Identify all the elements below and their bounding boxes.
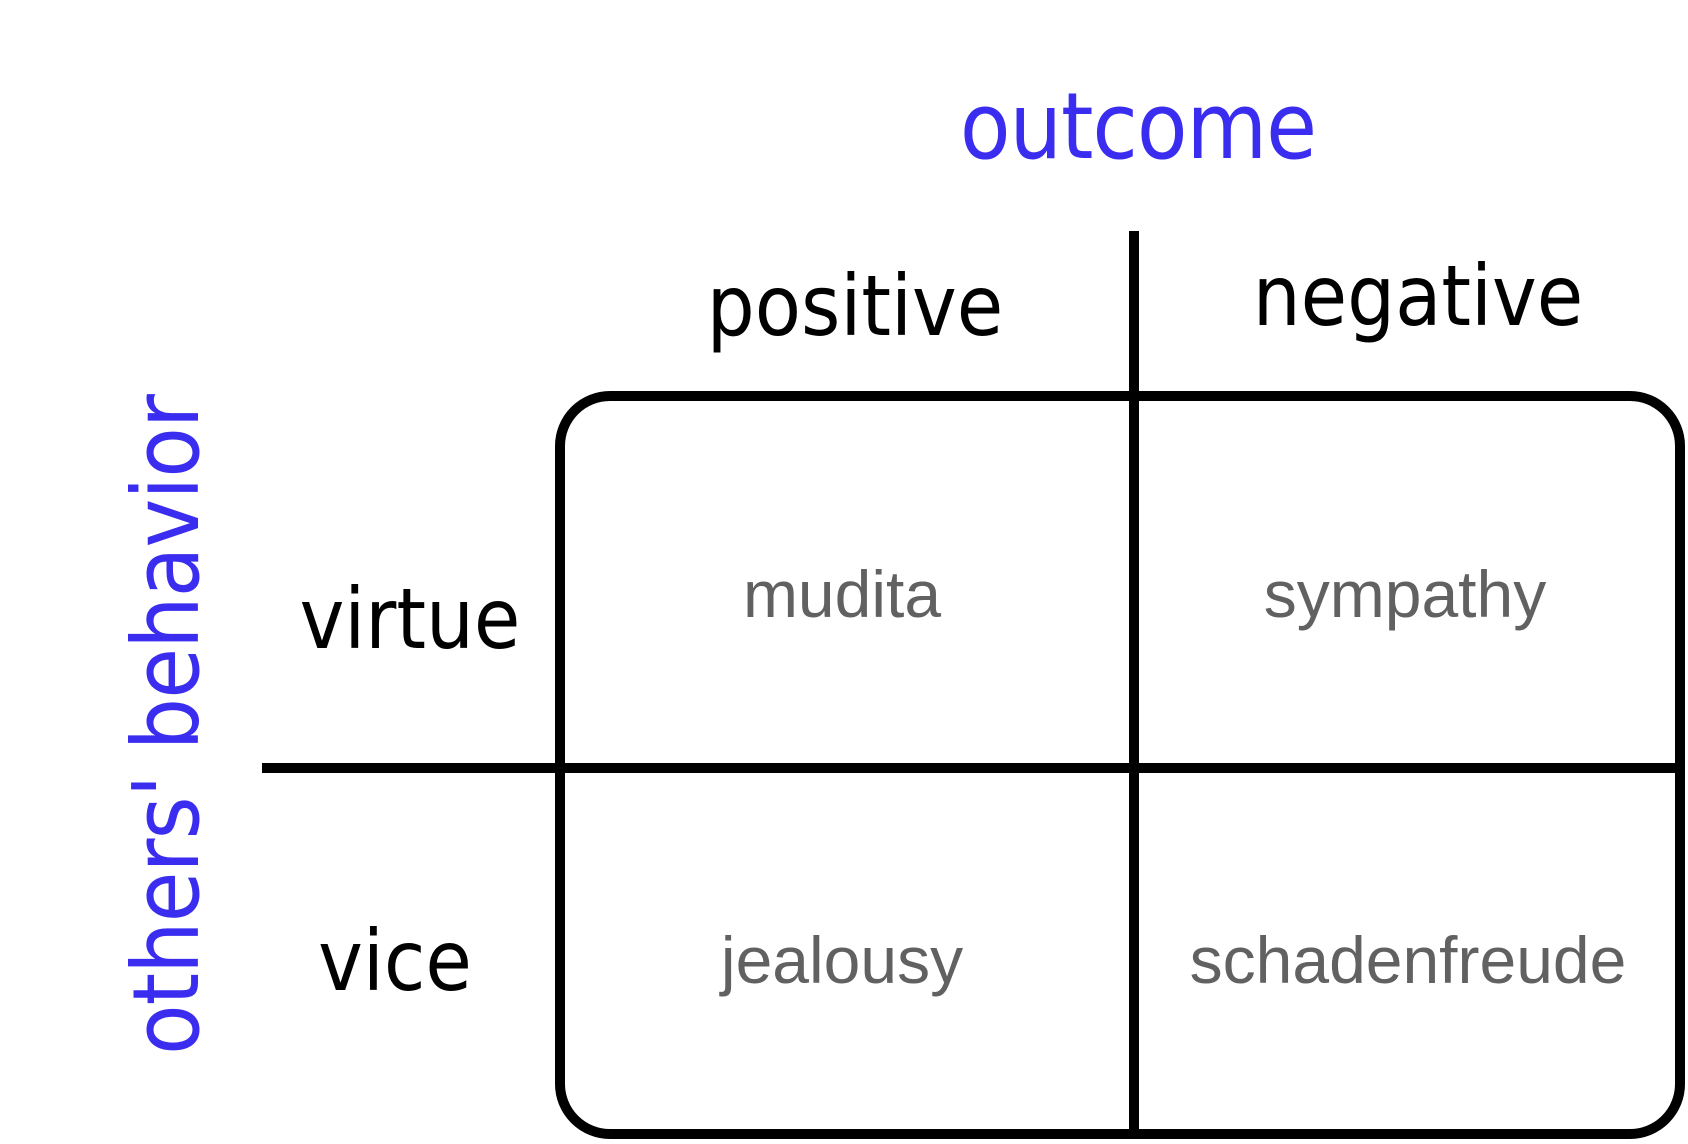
cell-vice-positive: jealousy [719,923,963,997]
cell-virtue-positive: mudita [743,557,941,631]
cell-virtue-negative: sympathy [1264,557,1546,631]
column-label-positive: positive [707,257,1003,355]
column-axis-title: outcome [960,73,1316,180]
row-label-virtue: virtue [300,570,521,668]
row-axis-title: others' behavior [113,393,220,1055]
cell-vice-negative: schadenfreude [1190,923,1627,997]
column-label-negative: negative [1253,247,1584,345]
row-label-vice: vice [318,912,472,1010]
